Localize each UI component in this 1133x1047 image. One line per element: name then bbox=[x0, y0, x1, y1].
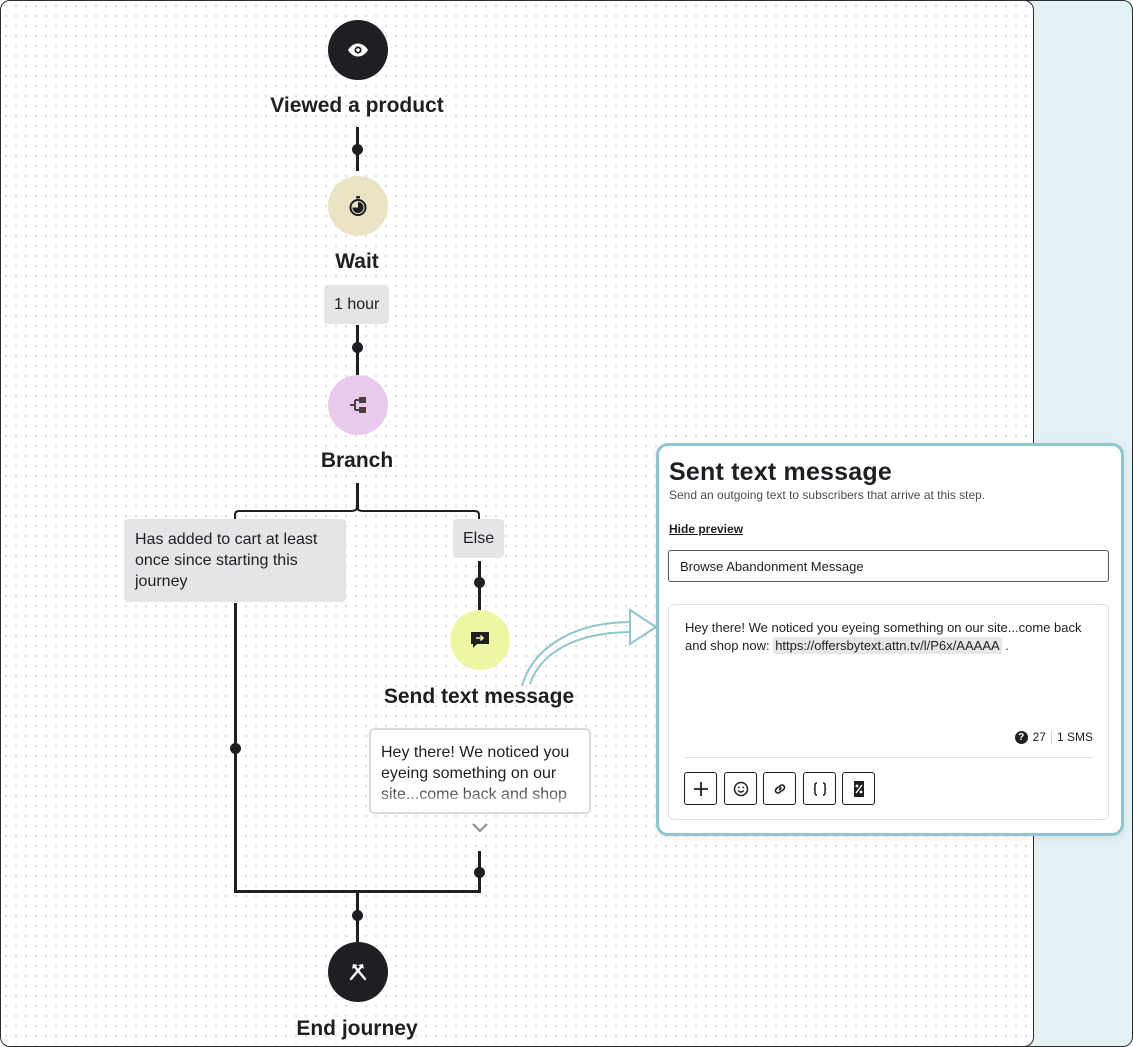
message-body-text: Hey there! We noticed you eyeing somethi… bbox=[685, 620, 1082, 653]
end-journey-icon bbox=[349, 964, 367, 981]
trigger-node[interactable] bbox=[328, 20, 388, 80]
branch-condition-cart[interactable]: Has added to cart at least once since st… bbox=[124, 519, 346, 602]
wait-node[interactable] bbox=[328, 176, 388, 236]
link-icon bbox=[774, 783, 785, 794]
char-count: 27 bbox=[1032, 730, 1046, 744]
connector-dot[interactable] bbox=[230, 743, 241, 754]
emoji-button[interactable] bbox=[724, 772, 757, 805]
trigger-label: Viewed a product bbox=[270, 94, 444, 117]
branch-label: Branch bbox=[320, 449, 394, 472]
message-send-icon bbox=[471, 632, 489, 648]
coupon-button[interactable] bbox=[842, 772, 875, 805]
curved-arrow-icon bbox=[521, 608, 658, 687]
connector-dot[interactable] bbox=[352, 342, 363, 353]
smiley-icon bbox=[733, 781, 748, 796]
panel-subtitle: Send an outgoing text to subscribers tha… bbox=[669, 488, 986, 502]
message-editor[interactable]: Hey there! We noticed you eyeing somethi… bbox=[668, 604, 1109, 820]
wait-label: Wait bbox=[335, 250, 379, 273]
character-counter: ? 27 1 SMS bbox=[1014, 730, 1093, 744]
message-name-input[interactable] bbox=[668, 550, 1109, 582]
preview-fade bbox=[371, 786, 589, 812]
connector-dot[interactable] bbox=[352, 910, 363, 921]
branch-icon bbox=[350, 397, 366, 413]
end-journey-label: End journey bbox=[296, 1017, 418, 1040]
message-link[interactable]: https://offersbytext.attn.tv/l/P6x/AAAAA bbox=[773, 637, 1002, 654]
branch-split-lines bbox=[234, 483, 480, 519]
send-text-label: Send text message bbox=[383, 685, 575, 708]
wait-duration-chip[interactable]: 1 hour bbox=[324, 285, 390, 324]
connector-dot[interactable] bbox=[352, 144, 363, 155]
eye-icon bbox=[348, 43, 368, 57]
connector-dot[interactable] bbox=[474, 577, 485, 588]
chevron-down-icon[interactable] bbox=[471, 822, 489, 834]
branch-node[interactable] bbox=[328, 375, 388, 435]
variable-button[interactable] bbox=[803, 772, 836, 805]
hide-preview-link[interactable]: Hide preview bbox=[669, 522, 744, 536]
add-button[interactable] bbox=[684, 772, 717, 805]
timer-icon bbox=[349, 196, 367, 216]
help-icon[interactable]: ? bbox=[1014, 730, 1028, 744]
sms-count: 1 SMS bbox=[1056, 730, 1093, 744]
link-button[interactable] bbox=[763, 772, 796, 805]
branch-condition-else[interactable]: Else bbox=[453, 519, 505, 558]
end-journey-node[interactable] bbox=[328, 942, 388, 1002]
send-text-node[interactable] bbox=[450, 610, 510, 670]
connector-dot[interactable] bbox=[474, 867, 485, 878]
message-body[interactable]: Hey there! We noticed you eyeing somethi… bbox=[685, 619, 1095, 655]
plus-icon bbox=[693, 781, 708, 796]
toolbar-divider bbox=[684, 757, 1093, 758]
message-preview-box[interactable]: Hey there! We noticed you eyeing somethi… bbox=[369, 728, 591, 814]
panel-title: Sent text message bbox=[669, 458, 892, 486]
braces-icon bbox=[813, 781, 826, 796]
message-body-suffix: . bbox=[1001, 638, 1009, 653]
send-text-detail-panel: Sent text message Send an outgoing text … bbox=[656, 443, 1124, 836]
counter-divider bbox=[1050, 730, 1052, 744]
coupon-icon bbox=[853, 780, 864, 797]
